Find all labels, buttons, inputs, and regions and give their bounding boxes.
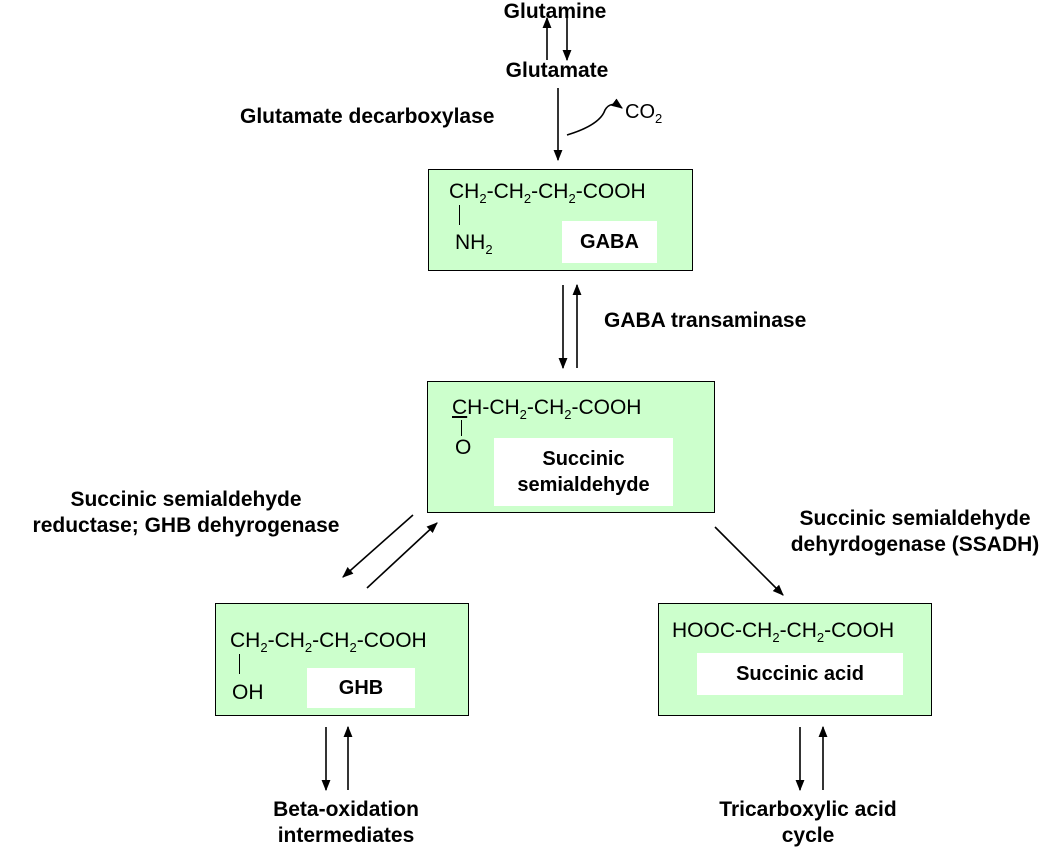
ghb-name: GHB — [307, 668, 415, 708]
gaba-bond — [459, 205, 460, 225]
ghb-formula: CH2-CH2-CH2-COOH — [230, 629, 427, 655]
gaba-name: GABA — [562, 221, 657, 263]
ghb-hydroxyl: OH — [232, 681, 264, 704]
succinic-acid-box: HOOC-CH2-CH2-COOH Succinic acid — [658, 603, 932, 716]
arrow-ghb-to-ssa — [366, 522, 438, 589]
ghb-box: CH2-CH2-CH2-COOH OH GHB — [215, 603, 469, 716]
arrow-co2-release — [566, 98, 623, 136]
succinic-acid-name: Succinic acid — [697, 653, 903, 695]
enzyme-gaba-transaminase: GABA transaminase — [604, 309, 807, 332]
succinic-acid-formula: HOOC-CH2-CH2-COOH — [672, 619, 895, 645]
gaba-formula: CH2-CH2-CH2-COOH — [449, 180, 646, 206]
glutamine-label: Glutamine — [503, 0, 607, 23]
gaba-amino-group: NH2 — [455, 231, 493, 257]
glutamate-label: Glutamate — [505, 59, 609, 82]
arrow-ssa-to-succinic — [714, 526, 784, 596]
arrow-ssa-to-ghb — [342, 514, 414, 578]
ssa-formula: CH-CH2-CH2-COOH — [452, 396, 642, 422]
co2-label: CO2 — [625, 101, 663, 126]
ssa-double-bond — [461, 420, 462, 436]
ghb-bond — [239, 654, 240, 674]
gaba-box: CH2-CH2-CH2-COOH NH2 GABA — [428, 169, 693, 271]
ssa-oxygen: O — [455, 436, 472, 459]
enzyme-glutamate-decarboxylase: Glutamate decarboxylase — [240, 105, 495, 128]
